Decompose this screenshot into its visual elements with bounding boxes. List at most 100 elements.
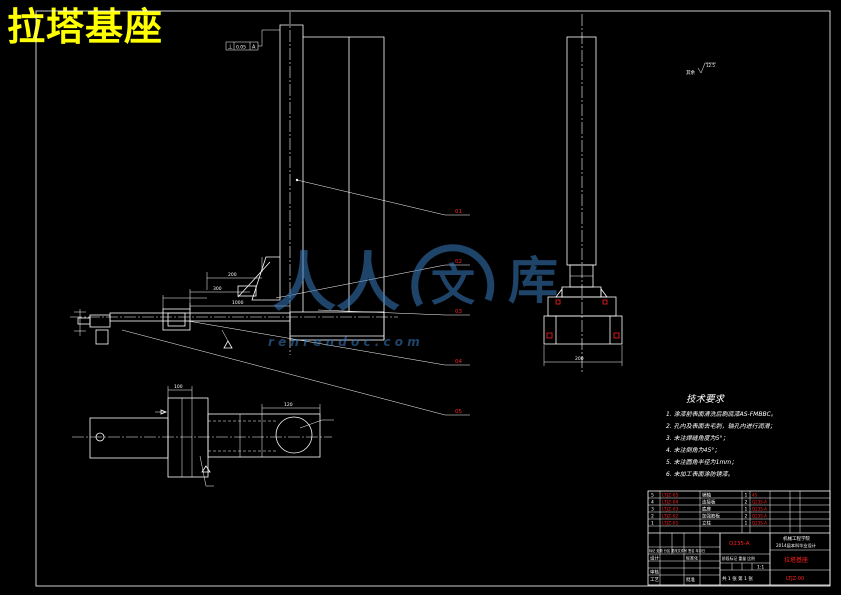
title-block-border <box>647 490 831 586</box>
sign-header: 标记 处数 分区 更改文件号 签名 年月日 <box>649 548 705 553</box>
tech-requirements-title: 技术要求 <box>686 394 726 405</box>
part-qty: 2 <box>745 514 748 520</box>
balloon-label: 04 <box>455 359 462 365</box>
title-block: 5 LTJZ-05 销轴 1 45 4 LTJZ-04 连接板 2 Q235-A… <box>647 490 831 586</box>
part-material: Q235-A <box>752 514 767 519</box>
part-material: 45 <box>752 493 758 498</box>
tolerance-datum: A <box>252 45 256 51</box>
tech-requirement-item: 5. 未注圆角半径为1mm； <box>666 458 737 466</box>
standard-label: 标准化 <box>686 555 698 561</box>
part-code: LTJZ-03 <box>662 507 678 513</box>
leader-line-5 <box>121 329 470 416</box>
part-name: 销轴 <box>702 492 711 499</box>
rod-slider-block <box>162 308 191 331</box>
rod-end-hole <box>95 432 105 442</box>
parts-row: 1 LTJZ-01 立柱 1 Q235-A <box>651 520 767 527</box>
designer-label: 设计 <box>650 555 659 562</box>
front-view: 1000 300 200 ⊥ 0.05 A <box>70 12 398 355</box>
part-name: 立柱 <box>702 520 711 527</box>
column-outline <box>279 24 304 312</box>
side-base-plate <box>543 315 623 345</box>
tech-requirement-item: 4. 未注倒角为45°； <box>666 446 720 454</box>
side-bolt-mark <box>555 299 561 305</box>
side-bolt-mark <box>613 332 620 339</box>
school-name: 机械工程学院 <box>783 535 810 542</box>
part-number: 5 <box>651 493 654 499</box>
part-name: 加强筋板 <box>702 513 720 520</box>
scale-value: 1:1 <box>757 565 764 571</box>
balloon-label: 05 <box>455 409 462 415</box>
tech-requirement-item: 1. 涂漆前表面清洗后刷底漆AS-FMBBC。 <box>666 410 777 418</box>
drawing-name: 拉塔基座 <box>784 556 808 564</box>
part-qty: 1 <box>745 493 748 499</box>
brace-line <box>237 261 271 298</box>
watermark-url: r e n r e n d o c . c o m <box>268 335 420 349</box>
tolerance-frame: ⊥ 0.05 A <box>225 29 280 51</box>
parts-row: 2 LTJZ-02 加强筋板 2 Q235-A <box>651 513 767 520</box>
part-number: 1 <box>651 521 654 527</box>
part-code: LTJZ-04 <box>662 500 678 506</box>
front-view-dimensions: 1000 300 200 <box>162 257 290 310</box>
side-gusset-right <box>600 287 608 298</box>
tube-sleeve <box>207 413 321 458</box>
part-name: 连接板 <box>702 499 716 506</box>
drawing-frame <box>35 10 831 587</box>
watermark-text-left: 人人 <box>272 247 400 321</box>
clevis-pin <box>77 317 91 325</box>
balloon-label: 01 <box>455 209 462 215</box>
parts-row: 5 LTJZ-05 销轴 1 45 <box>651 492 758 499</box>
roughness-value: 12.5 <box>706 63 715 68</box>
tech-requirement-item: 6. 未加工表面涂防锈漆。 <box>666 470 734 478</box>
approve-label: 批准 <box>686 576 695 583</box>
dimension-pivot: 200 <box>228 272 237 278</box>
part-material: Q235-A <box>752 500 767 505</box>
weld-leader <box>199 455 214 487</box>
parts-row: 4 LTJZ-04 连接板 2 Q235-A <box>651 499 767 506</box>
process-label: 工艺 <box>650 577 659 583</box>
roughness-icon <box>697 62 716 74</box>
tube-bore <box>275 416 313 454</box>
part-number: 2 <box>651 514 654 520</box>
sheet-count: 共 1 张 第 1 张 <box>722 575 753 582</box>
balloon-label: 02 <box>455 259 462 265</box>
drawing-title: 拉塔基座 <box>7 5 164 49</box>
stage-labels: 阶段标记 重量 比例 <box>722 556 755 561</box>
part-code: LTJZ-01 <box>662 521 678 527</box>
dimension-tube: 120 <box>284 402 293 408</box>
weld-symbol <box>201 465 211 473</box>
part-number: 4 <box>651 500 654 506</box>
part-material: Q235-A <box>752 521 767 526</box>
parts-list: 5 LTJZ-05 销轴 1 45 4 LTJZ-04 连接板 2 Q235-A… <box>648 491 830 534</box>
rod-end <box>89 417 169 459</box>
school-project: 2014届本科毕业设计 <box>776 542 816 549</box>
side-column <box>566 36 597 266</box>
technical-requirements: 技术要求 1. 涂漆前表面清洗后刷底漆AS-FMBBC。 2. 孔内及表面去毛刺… <box>666 394 777 478</box>
part-material: Q235-A <box>752 507 767 512</box>
leader-line-2 <box>275 264 470 299</box>
part-name: 底座 <box>702 506 711 513</box>
drawing-code: LTJZ-00 <box>786 576 804 582</box>
reviewer-label: 审核 <box>650 569 659 576</box>
gusset-plate <box>251 256 281 301</box>
detail-view: 100 120 <box>72 384 334 487</box>
part-code: LTJZ-05 <box>662 493 678 499</box>
tech-requirement-item: 3. 未注焊缝角度为5°； <box>666 434 728 442</box>
weld-symbol <box>223 340 233 349</box>
dimension-beam: 1000 <box>232 300 244 306</box>
pivot-block <box>237 285 257 297</box>
section-arrow-head <box>160 409 168 415</box>
tech-requirement-item: 2. 孔内及表面去毛刺，轴孔内进行润滑； <box>666 422 776 430</box>
part-code: LTJZ-02 <box>662 514 678 520</box>
balloon-label: 03 <box>455 309 462 315</box>
bore-leader <box>299 419 334 429</box>
watermark: 人人 文 库 r e n r e n d o c . c o m <box>268 244 558 349</box>
side-collar <box>561 286 602 298</box>
roughness-mark: 其余 12.5 <box>686 62 716 76</box>
watermark-logo-ring <box>411 244 495 307</box>
part-number: 3 <box>651 507 654 513</box>
watermark-logo-char: 文 <box>431 260 475 311</box>
dimension-bracket: 300 <box>213 286 222 292</box>
part-qty: 1 <box>745 521 748 527</box>
part-qty: 2 <box>745 500 748 506</box>
